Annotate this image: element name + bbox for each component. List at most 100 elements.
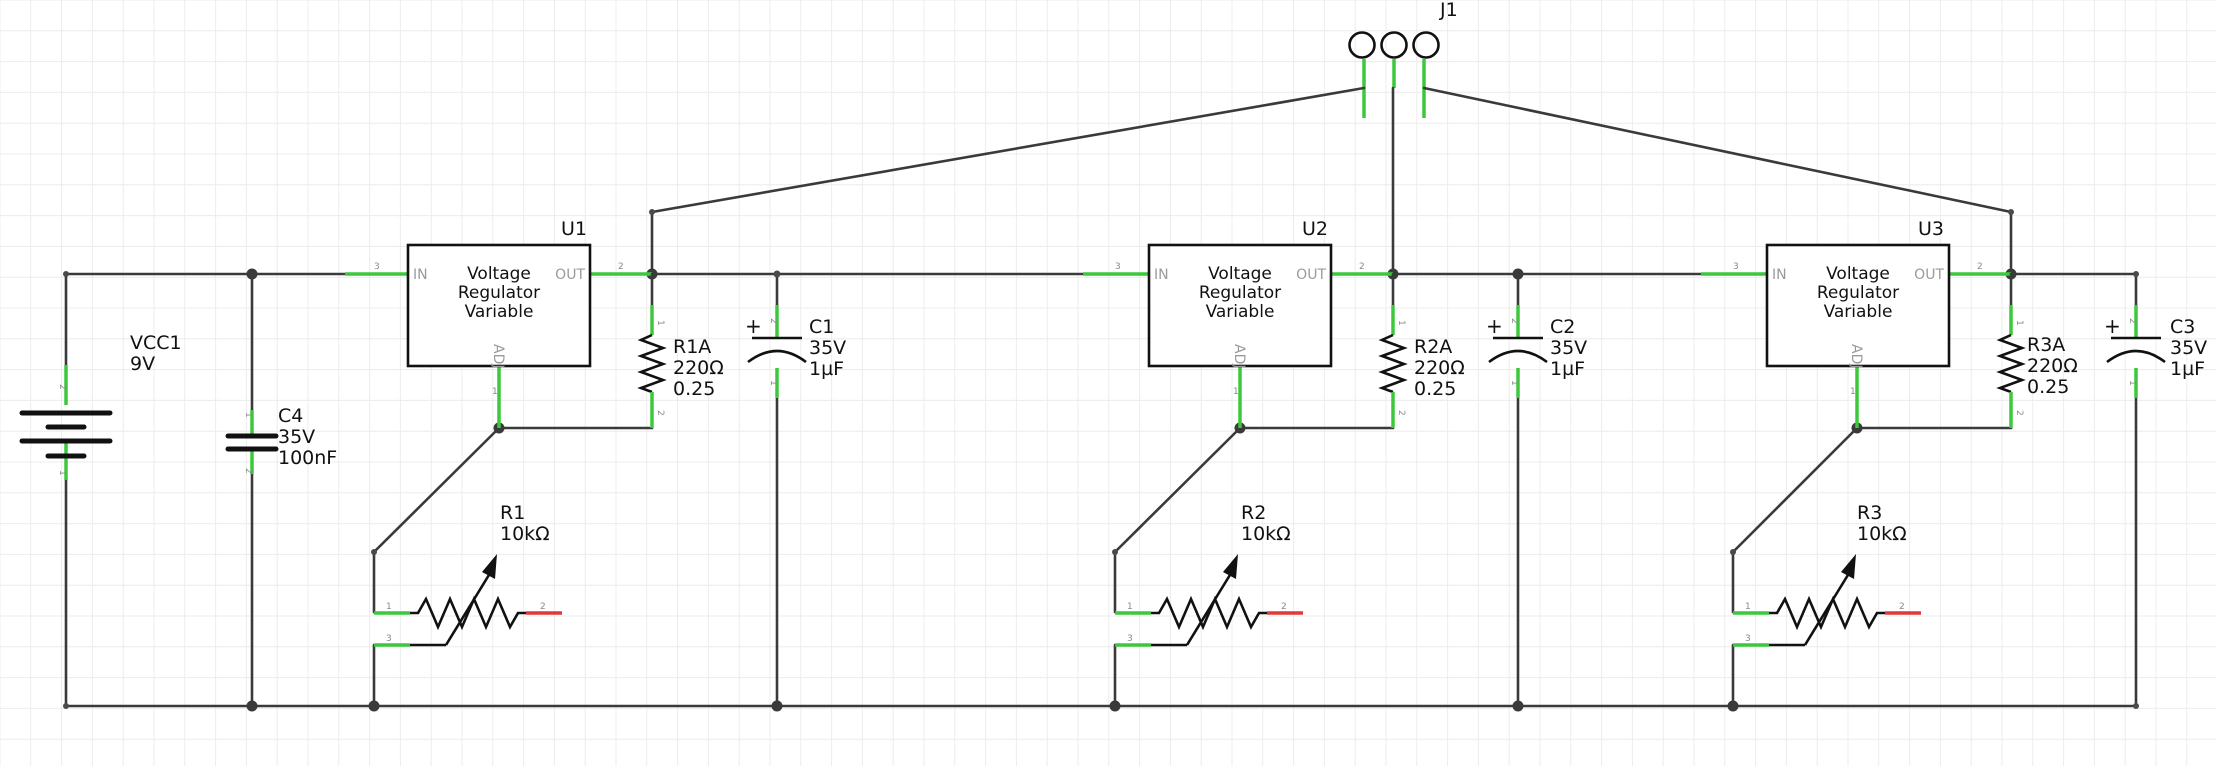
battery-ref-label: VCC1 xyxy=(130,332,182,354)
c1-plate-curved xyxy=(747,349,807,364)
pin-number: 2 xyxy=(1899,602,1905,612)
c1-ref-label: C1 xyxy=(809,316,834,338)
capacitor-c4[interactable]: 1 2 C4 35V 100nF xyxy=(225,405,337,474)
u1-ref-label: U1 xyxy=(561,218,587,240)
r1-value-label: 10kΩ xyxy=(500,523,550,545)
pin-number: 2 xyxy=(57,384,67,390)
c3-value-label: 1µF xyxy=(2170,358,2205,380)
capacitor-c1[interactable]: + 2 1 C1 35V 1µF xyxy=(745,305,846,398)
r1-zigzag xyxy=(410,595,526,631)
pin-number: 3 xyxy=(1733,262,1739,272)
stage-1[interactable]: Voltage Regulator Variable IN OUT ADJ 3 … xyxy=(345,218,846,647)
wire-terminal xyxy=(2133,271,2139,277)
stage-3[interactable]: Voltage Regulator Variable IN OUT ADJ 3 … xyxy=(1701,218,2207,647)
u2-line2: Regulator xyxy=(1199,283,1281,303)
junction-node xyxy=(246,268,258,280)
r2-value-label: 10kΩ xyxy=(1241,523,1291,545)
pin-number: 3 xyxy=(1745,634,1751,644)
pin-number: 2 xyxy=(618,262,624,272)
connector-pin-circle-3[interactable] xyxy=(1412,31,1440,59)
pin-number: 1 xyxy=(1850,387,1856,397)
pin-number: 2 xyxy=(655,410,665,416)
wire-u2-adj-pot[interactable] xyxy=(1113,426,1242,554)
r2a-power-label: 0.25 xyxy=(1414,378,1456,400)
pin-number: 2 xyxy=(540,602,546,612)
c2-ref-label: C2 xyxy=(1550,316,1575,338)
wire-terminal xyxy=(2008,209,2014,215)
junction-node xyxy=(1512,700,1524,712)
junctions xyxy=(63,209,2139,712)
r1-arrow-head xyxy=(482,554,497,579)
regulator-u3[interactable]: Voltage Regulator Variable IN OUT ADJ 3 … xyxy=(1701,218,2011,428)
r2a-value-label: 220Ω xyxy=(1414,357,1465,379)
u2-pin-out-label: OUT xyxy=(1296,267,1326,283)
resistor-r1a[interactable]: 1 2 R1A 220Ω 0.25 xyxy=(637,272,724,428)
pin-number: 1 xyxy=(386,602,392,612)
resistor-r2a[interactable]: 1 2 R2A 220Ω 0.25 xyxy=(1378,272,1465,428)
pin-number: 1 xyxy=(243,412,253,418)
c3-polarity-plus: + xyxy=(2104,314,2121,338)
u3-body[interactable] xyxy=(1765,243,1951,368)
r2a-zigzag xyxy=(1378,333,1408,394)
u2-line1: Voltage xyxy=(1208,264,1272,284)
junction-node xyxy=(1727,700,1739,712)
r3-arrow-head xyxy=(1841,554,1856,579)
wire-terminal xyxy=(371,549,377,555)
pin-number: 2 xyxy=(1509,318,1519,324)
stage-2[interactable]: Voltage Regulator Variable IN OUT ADJ 3 … xyxy=(1083,218,1587,647)
pin-number: 1 xyxy=(1233,387,1239,397)
c4-voltage-label: 35V xyxy=(278,426,315,448)
potentiometer-r1[interactable]: 1 3 2 R1 10kΩ xyxy=(374,502,562,647)
c4-value-label: 100nF xyxy=(278,447,337,469)
c3-plate-curved xyxy=(2106,349,2166,364)
potentiometer-r3[interactable]: 1 3 2 R3 10kΩ xyxy=(1733,502,1921,647)
wire-u1-to-j1[interactable] xyxy=(650,86,1366,214)
connector-pin-circle-1[interactable] xyxy=(1348,31,1376,59)
junction-node xyxy=(771,700,783,712)
pin-number: 2 xyxy=(2014,410,2024,416)
wire-u1-adj-pot[interactable] xyxy=(372,426,501,554)
c2-polarity-plus: + xyxy=(1486,314,1503,338)
r3a-ref-label: R3A xyxy=(2027,334,2065,356)
junction-node xyxy=(246,700,258,712)
pin-number: 2 xyxy=(243,468,253,474)
u3-line1: Voltage xyxy=(1826,264,1890,284)
wire-terminal xyxy=(1730,549,1736,555)
pin-number: 3 xyxy=(1127,634,1133,644)
capacitor-c2[interactable]: + 2 1 C2 35V 1µF xyxy=(1486,305,1587,398)
wire-u3-adj-pot[interactable] xyxy=(1731,426,1859,554)
c4-ref-label: C4 xyxy=(278,405,303,427)
r3a-power-label: 0.25 xyxy=(2027,376,2069,398)
pin-number: 2 xyxy=(768,318,778,324)
resistor-r3a[interactable]: 1 2 R3A 220Ω 0.25 xyxy=(1996,272,2078,428)
connector-pin-circle-2[interactable] xyxy=(1380,31,1408,59)
wire-terminal xyxy=(63,703,69,709)
regulator-u1[interactable]: Voltage Regulator Variable IN OUT ADJ 3 … xyxy=(345,218,652,428)
pin-number: 1 xyxy=(1396,320,1406,326)
r1-ref-label: R1 xyxy=(500,502,525,524)
wire-terminal xyxy=(2133,703,2139,709)
battery-vcc1[interactable]: 2 1 VCC1 9V xyxy=(19,332,182,480)
potentiometer-r2[interactable]: 1 3 2 R2 10kΩ xyxy=(1115,502,1303,647)
u2-body[interactable] xyxy=(1147,243,1333,368)
junction-node xyxy=(1109,700,1121,712)
regulator-u2[interactable]: Voltage Regulator Variable IN OUT ADJ 3 … xyxy=(1083,218,1393,428)
u1-line3: Variable xyxy=(465,302,534,322)
c2-value-label: 1µF xyxy=(1550,358,1585,380)
u3-pin-out-label: OUT xyxy=(1914,267,1944,283)
u3-pin-adj-label: ADJ xyxy=(1848,344,1864,369)
u3-line3: Variable xyxy=(1824,302,1893,322)
pin-number: 2 xyxy=(1359,262,1365,272)
battery-value-label: 9V xyxy=(130,353,155,375)
u1-line1: Voltage xyxy=(467,264,531,284)
u1-body[interactable] xyxy=(406,243,592,368)
r3-value-label: 10kΩ xyxy=(1857,523,1907,545)
capacitor-c3[interactable]: + 2 1 C3 35V 1µF xyxy=(2104,305,2207,398)
connector-j1[interactable]: J1 xyxy=(1348,0,1458,118)
u2-pin-adj-label: ADJ xyxy=(1231,344,1247,369)
u1-pin-out-label: OUT xyxy=(555,267,585,283)
wire-u3-to-j1[interactable] xyxy=(1422,86,2013,214)
